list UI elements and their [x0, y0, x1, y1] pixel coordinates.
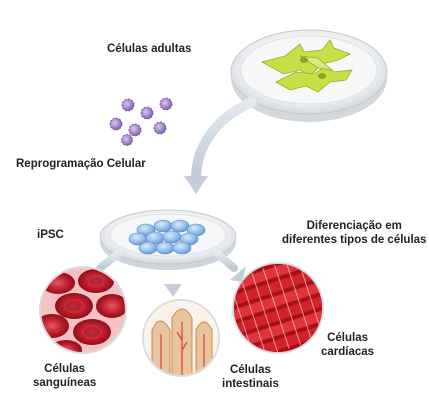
label-blood-cells-line1: Células	[44, 363, 86, 375]
ipsc-dish	[99, 209, 237, 270]
stem-cell-colony	[128, 219, 206, 255]
differentiation-arrows	[96, 250, 238, 290]
label-differentiation: Diferenciação em diferentes tipos de cél…	[282, 219, 426, 247]
intestinal-cells-image	[142, 299, 220, 377]
label-intestinal-cells-line1: Células	[229, 364, 271, 376]
reprogramming-factors	[109, 97, 173, 146]
adult-cells-dish	[230, 29, 388, 122]
cardiac-cells-image	[232, 262, 324, 354]
label-intestinal-cells-line2: intestinais	[222, 378, 279, 390]
label-reprogramming: Reprogramação Celular	[16, 158, 146, 170]
label-cardiac-cells: Células cardíacas	[321, 331, 374, 359]
label-blood-cells-line2: sanguíneas	[33, 377, 97, 389]
blood-cells-image	[39, 266, 127, 354]
label-cardiac-cells-line1: Células	[327, 332, 368, 344]
label-differentiation-line1: Diferenciação em	[306, 220, 402, 232]
label-adult-cells: Células adultas	[107, 43, 192, 55]
label-intestinal-cells: Células intestinais	[222, 363, 279, 391]
label-blood-cells: Células sanguíneas	[33, 362, 96, 390]
label-differentiation-line2: diferentes tipos de células	[282, 234, 427, 246]
label-ipsc: iPSC	[37, 229, 64, 241]
label-cardiac-cells-line2: cardíacas	[321, 346, 375, 358]
reprogramming-arrow	[184, 97, 257, 194]
adult-fibroblast-cells	[260, 39, 353, 93]
